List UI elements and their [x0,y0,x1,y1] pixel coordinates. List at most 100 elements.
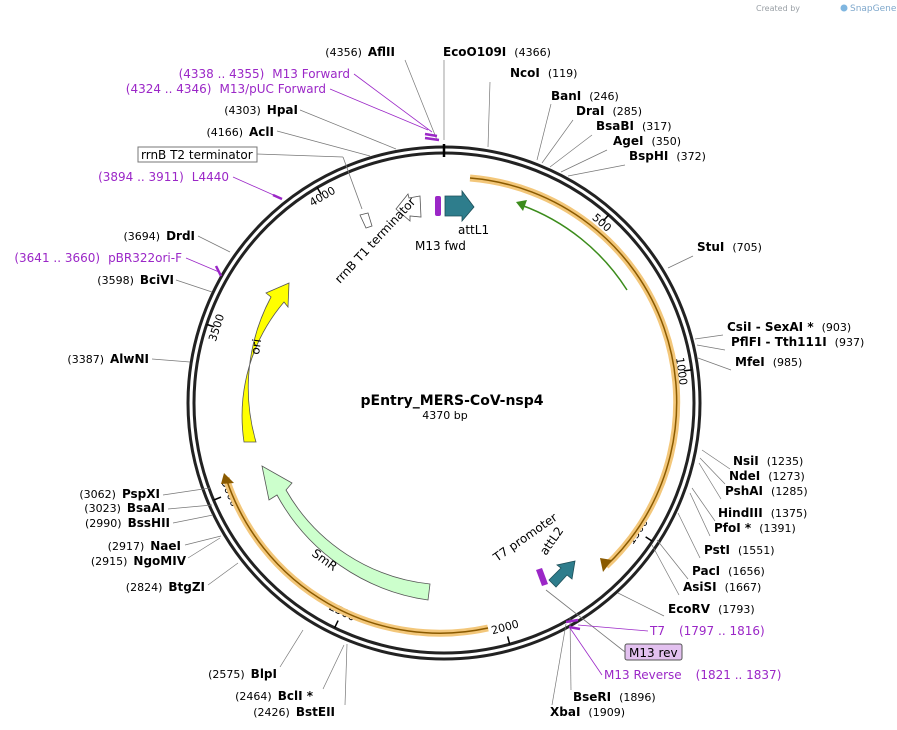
site-position: (4356) [325,46,362,59]
restriction-site[interactable]: NdeI(1273) [729,469,805,483]
smr-arrow[interactable] [261,465,431,601]
restriction-site[interactable]: NcoI(119) [510,66,577,80]
restriction-site[interactable]: EcoO109I(4366) [443,45,551,59]
site-leader-line [151,358,191,363]
primer-marker[interactable] [424,136,440,142]
primer-marker[interactable] [424,132,438,138]
site-leader-line [299,109,397,150]
site-leader-line [172,514,214,524]
m13-rev-leader [545,589,626,653]
site-position: (2464) [235,690,272,703]
snapgene-logo-icon [840,4,848,12]
site-name: AflII [368,45,395,59]
primer-marker[interactable] [568,625,581,631]
restriction-site[interactable]: DraI(285) [576,104,642,118]
restriction-site[interactable]: BspHI(372) [629,149,706,163]
restriction-site[interactable]: AflII (4356) [325,45,395,59]
restriction-site[interactable]: BsaAI(3023) [84,501,165,515]
tick-label: 2000 [490,617,520,637]
restriction-site[interactable]: PstI(1551) [704,543,775,557]
site-position: (1285) [771,485,808,498]
restriction-site[interactable]: BciVI(3598) [97,273,174,287]
site-name: DraI [576,104,604,118]
restriction-site[interactable]: MfeI(985) [735,355,802,369]
restriction-site[interactable]: BstEII(2426) [253,705,335,719]
primer-label[interactable]: M13 Forward(4338 .. 4355) [179,67,350,81]
restriction-site[interactable]: HindIII(1375) [718,506,807,520]
feature-track: ori SmR [221,174,681,637]
orf-highlight-arc-2[interactable] [222,476,489,637]
rrnb-t2-label[interactable]: rrnB T2 terminator [137,146,258,163]
primer-marker[interactable] [565,618,579,624]
site-leader-line [549,134,593,168]
restriction-site[interactable]: BanI(246) [551,89,619,103]
m13-fwd-marker[interactable] [435,196,441,216]
m13-rev-label[interactable]: M13 rev [624,643,683,661]
restriction-site[interactable]: NsiI(1235) [733,454,803,468]
site-name: NgoMIV [133,554,186,568]
primer-marker[interactable] [272,193,283,201]
orf-arc-2[interactable] [225,477,489,634]
site-name: AsiSI [683,580,717,594]
restriction-site[interactable]: BclI *(2464) [235,689,314,703]
restriction-site[interactable]: PacI(1656) [692,564,765,578]
primer-label[interactable]: M13 Reverse(1821 .. 1837) [604,668,781,682]
restriction-site[interactable]: BseRI(1896) [573,690,656,704]
orf-arc-1[interactable] [469,177,678,567]
rrnb-t2-arrow[interactable] [359,212,373,229]
site-leader-line [276,130,371,157]
primer-label[interactable]: M13/pUC Forward(4324 .. 4346) [126,82,326,96]
restriction-site[interactable]: XbaI(1909) [550,705,625,719]
restriction-site[interactable]: PspXI(3062) [79,487,160,501]
restriction-site[interactable]: StuI(705) [697,240,762,254]
ori-arrow[interactable] [241,282,290,443]
restriction-site[interactable]: HpaI(4303) [224,103,298,117]
site-position: (1909) [588,706,625,719]
site-leader-line [487,81,491,148]
restriction-site[interactable]: NaeI(2917) [108,539,181,553]
site-position: (1551) [738,544,775,557]
restriction-site[interactable]: AclI(4166) [206,125,274,139]
site-leader-line [651,544,680,596]
site-position: (705) [732,241,762,254]
restriction-site[interactable]: DrdI(3694) [123,229,195,243]
attl1-arrow[interactable] [444,189,475,223]
primer-label[interactable]: T7(1797 .. 1816) [649,624,765,638]
orf-highlight-arc[interactable] [469,174,681,569]
primer-label[interactable]: pBR322ori-F(3641 .. 3660) [14,251,182,265]
restriction-site[interactable]: PshAI(1285) [725,484,808,498]
primer-range: (1821 .. 1837) [696,668,782,682]
restriction-sites: AflII (4356) EcoO109I(4366) NcoI(119) BanI(2… [67,45,864,719]
site-position: (2575) [208,668,245,681]
restriction-site[interactable]: NgoMIV(2915) [91,554,187,568]
restriction-site[interactable]: AsiSI(1667) [683,580,761,594]
restriction-site[interactable]: AlwNI (3387) [67,352,149,366]
site-position: (3387) [67,353,104,366]
restriction-site[interactable]: EcoRV(1793) [668,602,755,616]
restriction-site[interactable]: CsiI - SexAI *(903) [727,320,851,334]
restriction-site[interactable]: BlpI(2575) [208,667,277,681]
site-name: HpaI [267,103,298,117]
primer-marker[interactable] [214,265,223,277]
svg-text:rrnB T2 terminator: rrnB T2 terminator [141,148,253,162]
primer-label[interactable]: L4440(3894 .. 3911) [98,170,229,184]
site-position: (2824) [126,581,163,594]
green-orf-arc[interactable] [520,204,628,291]
restriction-site[interactable]: BtgZI(2824) [126,580,205,594]
primer-leader-line [577,624,649,632]
restriction-site[interactable]: PfoI *(1391) [714,521,796,535]
m13-rev-marker[interactable] [536,568,548,586]
site-position: (1235) [767,455,804,468]
restriction-site[interactable]: BssHII(2990) [85,516,170,530]
site-leader-line [197,235,231,253]
attl2-arrow[interactable] [548,560,576,588]
restriction-site[interactable]: PflFI - Tth111I(937) [731,335,864,349]
site-name: NaeI [150,539,181,553]
site-position: (2990) [85,517,122,530]
restriction-site[interactable]: AgeI(350) [613,134,681,148]
rrnb-t1-arrow[interactable] [395,193,422,222]
restriction-site[interactable]: BsaBI(317) [596,119,672,133]
primer-range: (4324 .. 4346) [126,82,212,96]
site-name: AlwNI [110,352,149,366]
site-leader-lines [151,59,732,706]
